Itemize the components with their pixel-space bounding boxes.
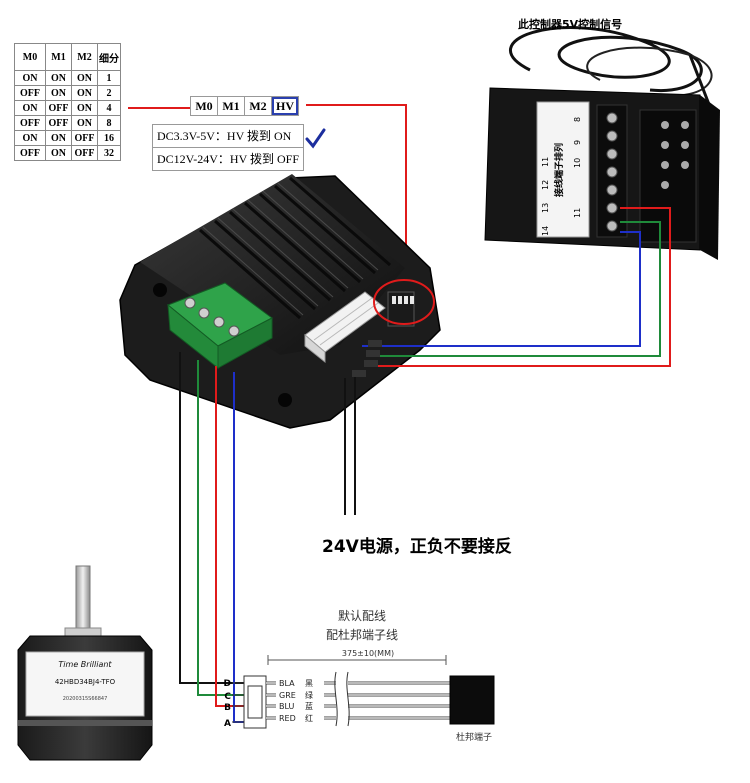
pin-labels: D C B A [224,679,232,729]
green-motor-wire [197,360,244,696]
terminal-number: 11 [573,208,582,218]
motor-label [25,651,145,717]
terminal-number: 13 [541,203,550,213]
wire-code: BLU [279,702,295,711]
terminal-number: 11 [541,157,550,167]
controller-lower-numbers: 14 13 12 11 [541,157,550,236]
wire-code: GRE [279,691,296,700]
cable-title-line2: 配杜邦端子线 [326,627,398,642]
terminal-number: 9 [573,140,582,145]
table-cell: OFF [14,145,46,161]
hv-pointer-line [306,104,407,284]
wire-code: RED [279,714,296,723]
power-note: 24V电源，正负不要接反 [322,536,512,557]
motor-terminal-block [167,282,273,370]
motor-brand: Time Brilliant [58,660,112,669]
green-signal-wire [366,221,661,357]
stepper-driver [119,174,441,429]
wire-color-cn: 黑 [305,679,313,688]
switch-m1-label: M1 [218,97,245,115]
mount-hole [153,283,167,297]
dupont-connector [449,675,495,725]
controller-device [484,26,720,260]
pin-label: A [224,719,231,729]
check-icon [305,128,326,149]
terminal-number: 14 [541,226,550,236]
switch-m0-label: M0 [191,97,218,115]
pin-label: B [224,703,231,713]
pin-label: D [224,679,231,689]
red-signal-wire [370,207,671,367]
hv-notes: DC3.3V-5V：HV 拨到 ON DC12V-24V：HV 拨到 OFF [152,124,305,171]
cable-title-line1: 默认配线 [338,608,386,623]
cable-length: 375±10(MM) [342,649,394,658]
blue-signal-wire [362,231,641,347]
heatsink-highlights [202,182,379,316]
wire-color-cn: 绿 [305,691,313,700]
dip-switch-levers [392,296,414,304]
table-row: ON ON OFF 16 [14,130,121,146]
controller-cable [509,26,703,93]
controller-upper-numbers: 11 10 9 8 [573,117,582,218]
dip-highlight-circle [373,279,435,325]
pin-label: C [224,692,231,702]
black-motor-wire [179,352,244,684]
stepper-motor [17,565,153,761]
motor-shaft [75,565,91,637]
switch-m2-label: M2 [245,97,272,115]
table-cell: 32 [97,145,121,161]
microstep-table: M0 M1 M2 细分 ON ON ON 1 OFF ON ON 2 ON OF… [14,43,121,161]
terminal-number: 8 [573,117,582,122]
table-row: ON OFF ON 4 [14,100,121,116]
table-header-row: M0 M1 M2 细分 [14,43,121,71]
table-header: M0 [14,43,46,71]
table-row: OFF ON OFF 32 [14,145,121,161]
hv-note-off: DC12V-24V：HV 拨到 OFF [153,147,304,170]
red-motor-wire [215,366,244,707]
cable-drawing [232,655,495,729]
wire-labels: BLA 黑 GRE 绿 BLU 蓝 RED 红 [276,677,324,723]
controller-panel-label: 接线端子排列 [553,143,565,197]
left-connector [243,675,267,729]
terminal-number: 12 [541,180,550,190]
signal-connector [304,291,386,364]
table-cell: 8 [97,115,121,131]
hv-note-on: DC3.3V-5V：HV 拨到 ON [157,129,292,143]
controller-terminals [596,104,697,243]
wire-color-cn: 蓝 [305,701,313,711]
wire-code: BLA [279,679,295,688]
driver-port-labels [352,340,382,377]
controller-label-panel [536,101,590,238]
table-row: OFF OFF ON 8 [14,115,121,131]
wire-color-cn: 红 [305,713,313,723]
table-row: OFF ON ON 2 [14,85,121,101]
controller-title: 此控制器5V控制信号 [518,17,622,31]
motor-serial: 20200315S66847 [63,696,108,702]
connector-label: 杜邦端子 [456,731,492,743]
motor-model: 42HBD34BJ4-TFO [55,678,116,686]
blue-motor-wire [233,372,244,723]
table-cell: OFF [71,145,98,161]
switch-header: M0 M1 M2 HV [190,96,299,116]
terminal-number: 10 [573,158,582,168]
mount-hole [278,393,292,407]
switch-hv-label: HV [272,97,298,115]
heatsink-fins [199,176,391,320]
